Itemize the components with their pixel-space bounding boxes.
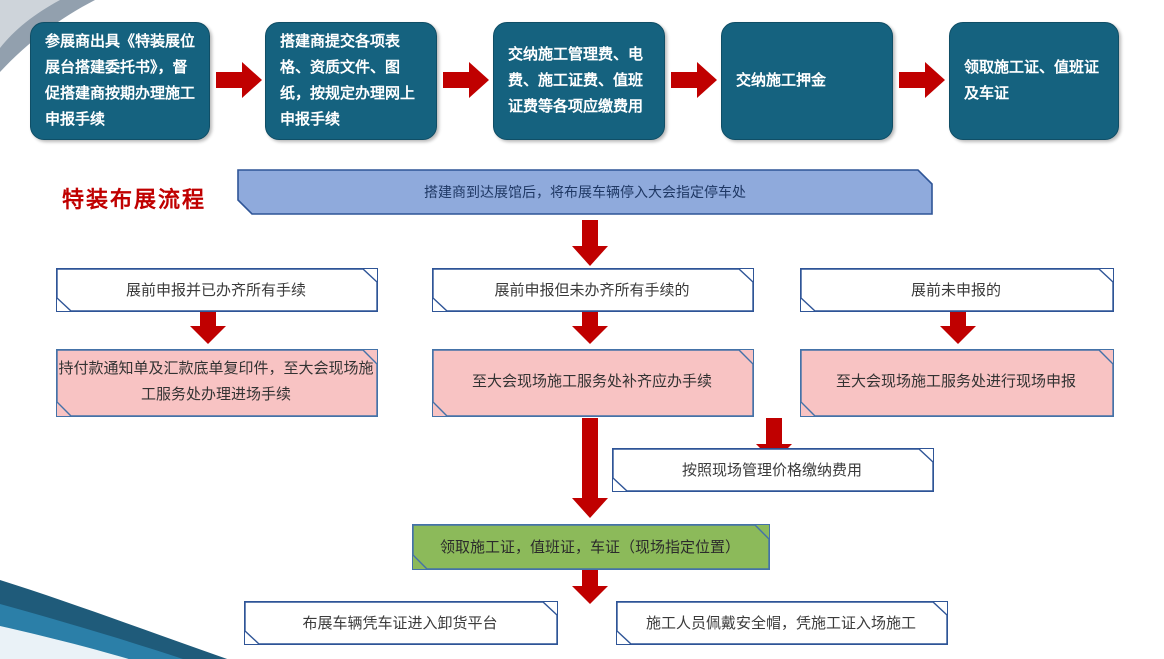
flow-step-3-label: 交纳施工管理费、电费、施工证费、值班证费等各项应缴费用 bbox=[508, 46, 644, 115]
right-arrow-icon bbox=[671, 62, 717, 98]
flow-step-4-label: 交纳施工押金 bbox=[736, 72, 827, 89]
branch-2-label: 展前申报但未办齐所有手续的 bbox=[494, 281, 690, 299]
banner-parking-label: 搭建商到达展馆后，将布展车辆停入大会指定停车处 bbox=[424, 184, 746, 200]
banner-shape bbox=[237, 169, 933, 215]
action-2-label: 至大会现场施工服务处补齐应办手续 bbox=[471, 373, 712, 390]
down-arrow-icon bbox=[190, 310, 226, 344]
down-arrow-icon bbox=[572, 220, 608, 266]
branch-3-label: 展前未申报的 bbox=[910, 281, 1001, 299]
down-arrow-icon bbox=[572, 310, 608, 344]
right-arrow-icon bbox=[899, 62, 945, 98]
branch-3[interactable]: 展前未申报的 bbox=[800, 268, 1114, 312]
permit-pickup[interactable]: 领取施工证，值班证，车证（现场指定位置） bbox=[412, 524, 770, 570]
branch-3-shape bbox=[800, 268, 1114, 312]
action-2-shape bbox=[432, 349, 754, 417]
final-1-shape bbox=[244, 601, 558, 645]
flow-step-3[interactable]: 交纳施工管理费、电费、施工证费、值班证费等各项应缴费用 bbox=[493, 22, 665, 140]
right-arrow-icon bbox=[216, 62, 262, 98]
down-arrow-icon bbox=[940, 310, 976, 344]
fee-onsite[interactable]: 按照现场管理价格缴纳费用 bbox=[612, 448, 934, 492]
action-3[interactable]: 至大会现场施工服务处进行现场申报 bbox=[800, 349, 1114, 417]
final-2[interactable]: 施工人员佩戴安全帽，凭施工证入场施工 bbox=[616, 601, 948, 645]
fee-onsite-shape bbox=[612, 448, 934, 492]
flow-step-5[interactable]: 领取施工证、值班证及车证 bbox=[949, 22, 1119, 140]
permit-pickup-shape bbox=[412, 524, 770, 570]
flow-step-2[interactable]: 搭建商提交各项表格、资质文件、图纸，按规定办理网上申报手续 bbox=[265, 22, 437, 140]
branch-2-shape bbox=[432, 268, 754, 312]
flow-step-2-label: 搭建商提交各项表格、资质文件、图纸，按规定办理网上申报手续 bbox=[280, 33, 416, 128]
action-1-label: 持付款通知单及汇款底单复印件，至大会现场施工服务处办理进场手续 bbox=[58, 360, 374, 403]
action-2[interactable]: 至大会现场施工服务处补齐应办手续 bbox=[432, 349, 754, 417]
final-2-label: 施工人员佩戴安全帽，凭施工证入场施工 bbox=[645, 614, 916, 632]
branch-1[interactable]: 展前申报并已办齐所有手续 bbox=[56, 268, 378, 312]
final-1-label: 布展车辆凭车证进入卸货平台 bbox=[302, 614, 498, 632]
right-arrow-icon bbox=[443, 62, 489, 98]
down-arrow-icon bbox=[572, 418, 608, 518]
flow-step-4[interactable]: 交纳施工押金 bbox=[721, 22, 893, 140]
branch-2[interactable]: 展前申报但未办齐所有手续的 bbox=[432, 268, 754, 312]
banner-parking[interactable]: 搭建商到达展馆后，将布展车辆停入大会指定停车处 bbox=[237, 169, 933, 215]
down-arrow-icon bbox=[572, 570, 608, 604]
branch-1-label: 展前申报并已办齐所有手续 bbox=[125, 281, 306, 299]
permit-pickup-label: 领取施工证，值班证，车证（现场指定位置） bbox=[439, 538, 740, 556]
action-1[interactable]: 持付款通知单及汇款底单复印件，至大会现场施工服务处办理进场手续 bbox=[56, 349, 378, 417]
flow-step-1-label: 参展商出具《特装展位展台搭建委托书》，督促搭建商按期办理施工申报手续 bbox=[45, 33, 196, 128]
action-3-shape bbox=[800, 349, 1114, 417]
final-1[interactable]: 布展车辆凭车证进入卸货平台 bbox=[244, 601, 558, 645]
branch-1-shape bbox=[56, 268, 378, 312]
fee-onsite-label: 按照现场管理价格缴纳费用 bbox=[681, 461, 862, 479]
action-3-label: 至大会现场施工服务处进行现场申报 bbox=[835, 373, 1076, 390]
flow-step-1[interactable]: 参展商出具《特装展位展台搭建委托书》，督促搭建商按期办理施工申报手续 bbox=[30, 22, 210, 140]
final-2-shape bbox=[616, 601, 948, 645]
flow-step-5-label: 领取施工证、值班证及车证 bbox=[964, 59, 1100, 102]
action-1-shape bbox=[56, 349, 378, 417]
page-title: 特装布展流程 bbox=[62, 187, 207, 212]
